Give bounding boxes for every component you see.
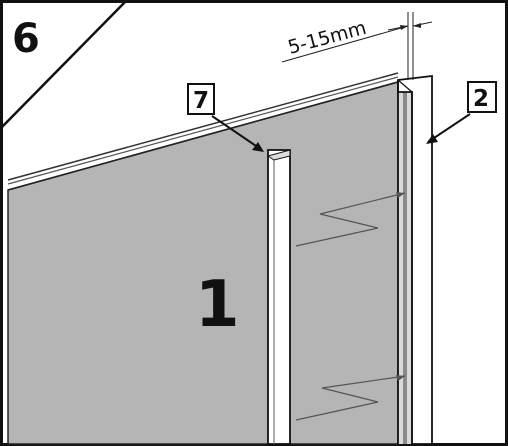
callout-7-leader [211,115,263,151]
step-number: 6 [12,16,40,62]
callout-2-arrowhead [426,134,438,144]
insert-top [266,149,291,161]
push-arrow-upper-head [396,192,405,198]
callout-7-arrowhead [252,142,264,152]
push-arrow-upper [295,192,406,247]
dim-arrow-in-head [400,25,408,30]
push-arrow-lower [295,375,406,421]
callout-7-box [187,83,215,115]
callout-2-box [467,81,497,113]
panel-top-edge-mid [7,76,399,185]
panel-top-edge-outer [7,72,399,181]
callout-7-label: 7 [193,88,209,114]
dim-leader [281,25,409,63]
dim-arrow-out-head [413,23,421,28]
push-arrow-lower-head [396,375,405,381]
callout-2-label: 2 [473,86,489,112]
panel-top-edge-inner [7,81,399,191]
step-corner-divider [0,0,127,129]
profile-top-bevel [397,79,413,93]
panel-label: 1 [195,268,240,342]
insert-7 [267,149,291,445]
